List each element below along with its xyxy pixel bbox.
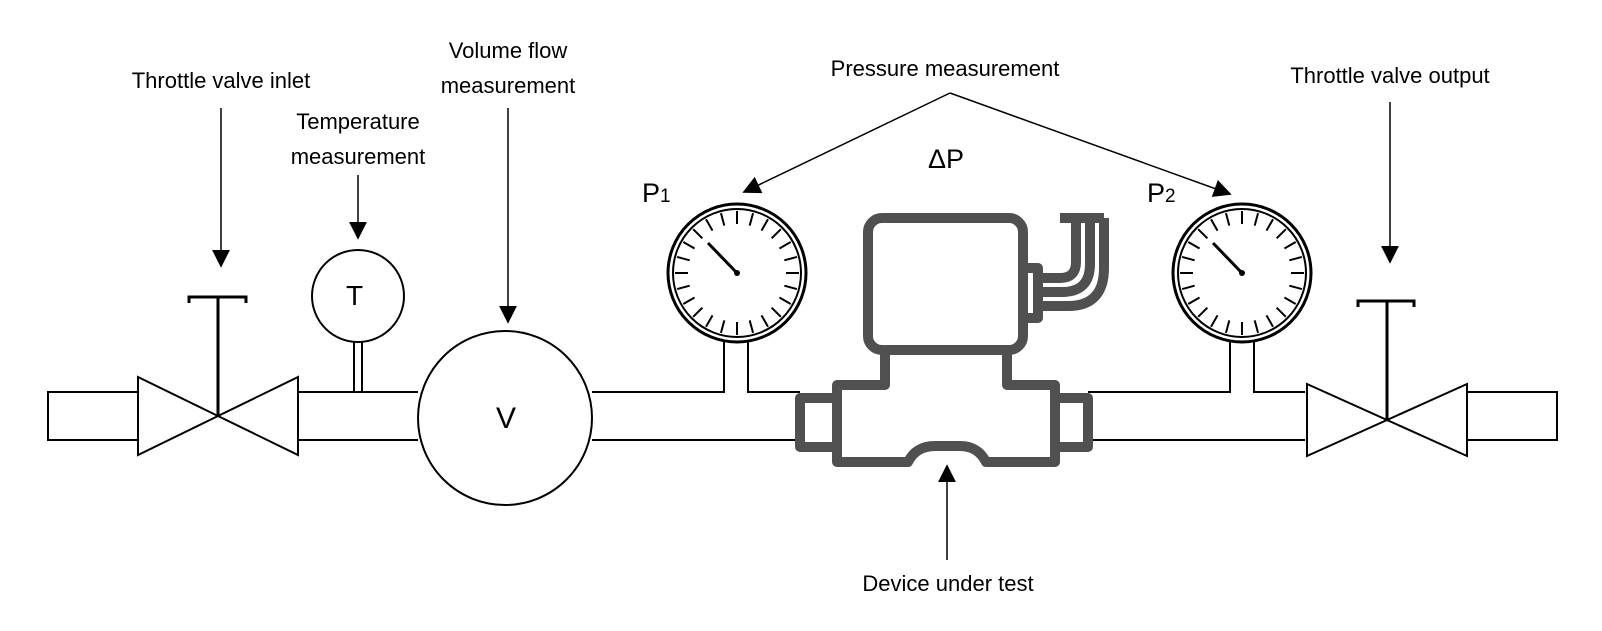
gauge-tick — [748, 212, 755, 226]
gauge-tick — [1181, 284, 1195, 291]
device-under-test-icon — [795, 213, 1109, 467]
gauge-tick — [692, 228, 704, 240]
pressure-gauge-p2-icon — [1171, 202, 1313, 344]
temperature-label: Temperature measurement — [268, 104, 448, 174]
pipe-outlet-stub — [1466, 391, 1558, 441]
gauge-tick — [1265, 314, 1274, 328]
gauge-tick — [1265, 218, 1274, 232]
gauge-tick — [1210, 314, 1219, 328]
p1-letter: P — [642, 178, 661, 208]
gauge-tick — [1210, 218, 1219, 232]
gauge-tick — [676, 284, 690, 291]
gauge-tick — [1181, 255, 1195, 262]
gauge-tick — [1187, 296, 1201, 305]
gauge-tick — [682, 296, 696, 305]
pressure-measurement-label: Pressure measurement — [830, 56, 1060, 81]
gauge-tick — [784, 255, 798, 262]
p2-letter: P — [1147, 178, 1166, 208]
gauge-tick — [705, 314, 714, 328]
pressure-gauge-p1-icon — [666, 202, 808, 344]
temperature-sensor-icon — [311, 249, 405, 392]
gauge-tick — [1187, 241, 1201, 250]
volume-flow-meter-icon — [417, 330, 593, 506]
gauge-tick — [1224, 212, 1231, 226]
gauge-needle — [1211, 241, 1244, 275]
gauge-tick — [1197, 228, 1209, 240]
p1-symbol: P1 — [642, 180, 671, 207]
gauge-tick — [1224, 320, 1231, 334]
p2-subscript: 2 — [1165, 186, 1176, 207]
temperature-label-line2: measurement — [290, 144, 426, 169]
pipe-segment-3 — [1088, 340, 1305, 441]
temperature-label-line1: Temperature — [296, 109, 420, 134]
volume-flow-label-line1: Volume flow — [448, 38, 568, 63]
gauge-tick — [1197, 306, 1209, 318]
gauge-tick — [778, 296, 792, 305]
throttle-inlet-label: Throttle valve inlet — [131, 68, 311, 93]
gauge-tick — [760, 218, 769, 232]
volume-symbol: V — [496, 402, 517, 435]
gauge-tick — [770, 306, 782, 318]
gauge-tick — [760, 314, 769, 328]
gauge-tick — [692, 306, 704, 318]
volume-flow-label-line2: measurement — [440, 73, 576, 98]
arrow-pressure-p1 — [742, 92, 951, 194]
delta-p-label: ΔP — [928, 144, 965, 174]
device-under-test-label: Device under test — [862, 571, 1034, 596]
temperature-symbol: T — [346, 280, 364, 311]
gauge-tick — [1253, 212, 1260, 226]
gauge-tick — [748, 320, 755, 334]
gauge-tick — [1253, 320, 1260, 334]
gauge-tick — [719, 320, 726, 334]
gauge-tick — [1283, 241, 1297, 250]
gauge-tick — [1275, 306, 1287, 318]
gauge-tick — [676, 255, 690, 262]
throttle-output-label: Throttle valve output — [1290, 63, 1490, 88]
throttle-valve-inlet-icon — [137, 295, 299, 457]
gauge-tick — [1289, 255, 1303, 262]
gauge-tick — [1283, 296, 1297, 305]
throttle-valve-output-icon — [1306, 299, 1468, 458]
p1-subscript: 1 — [660, 186, 671, 207]
pipe-inlet-stub — [47, 391, 139, 441]
gauge-tick — [719, 212, 726, 226]
arrow-pressure-p2 — [949, 92, 1232, 197]
gauge-tick — [1289, 284, 1303, 291]
gauge-tick — [682, 241, 696, 250]
gauge-tick — [1275, 228, 1287, 240]
gauge-tick — [770, 228, 782, 240]
gauge-tick — [705, 218, 714, 232]
pipe-segment-1 — [298, 391, 418, 441]
p2-symbol: P2 — [1147, 180, 1176, 207]
pipe-segment-2 — [592, 340, 800, 441]
gauge-tick — [778, 241, 792, 250]
volume-flow-label: Volume flow measurement — [418, 33, 598, 103]
gauge-needle — [706, 241, 739, 275]
gauge-tick — [784, 284, 798, 291]
